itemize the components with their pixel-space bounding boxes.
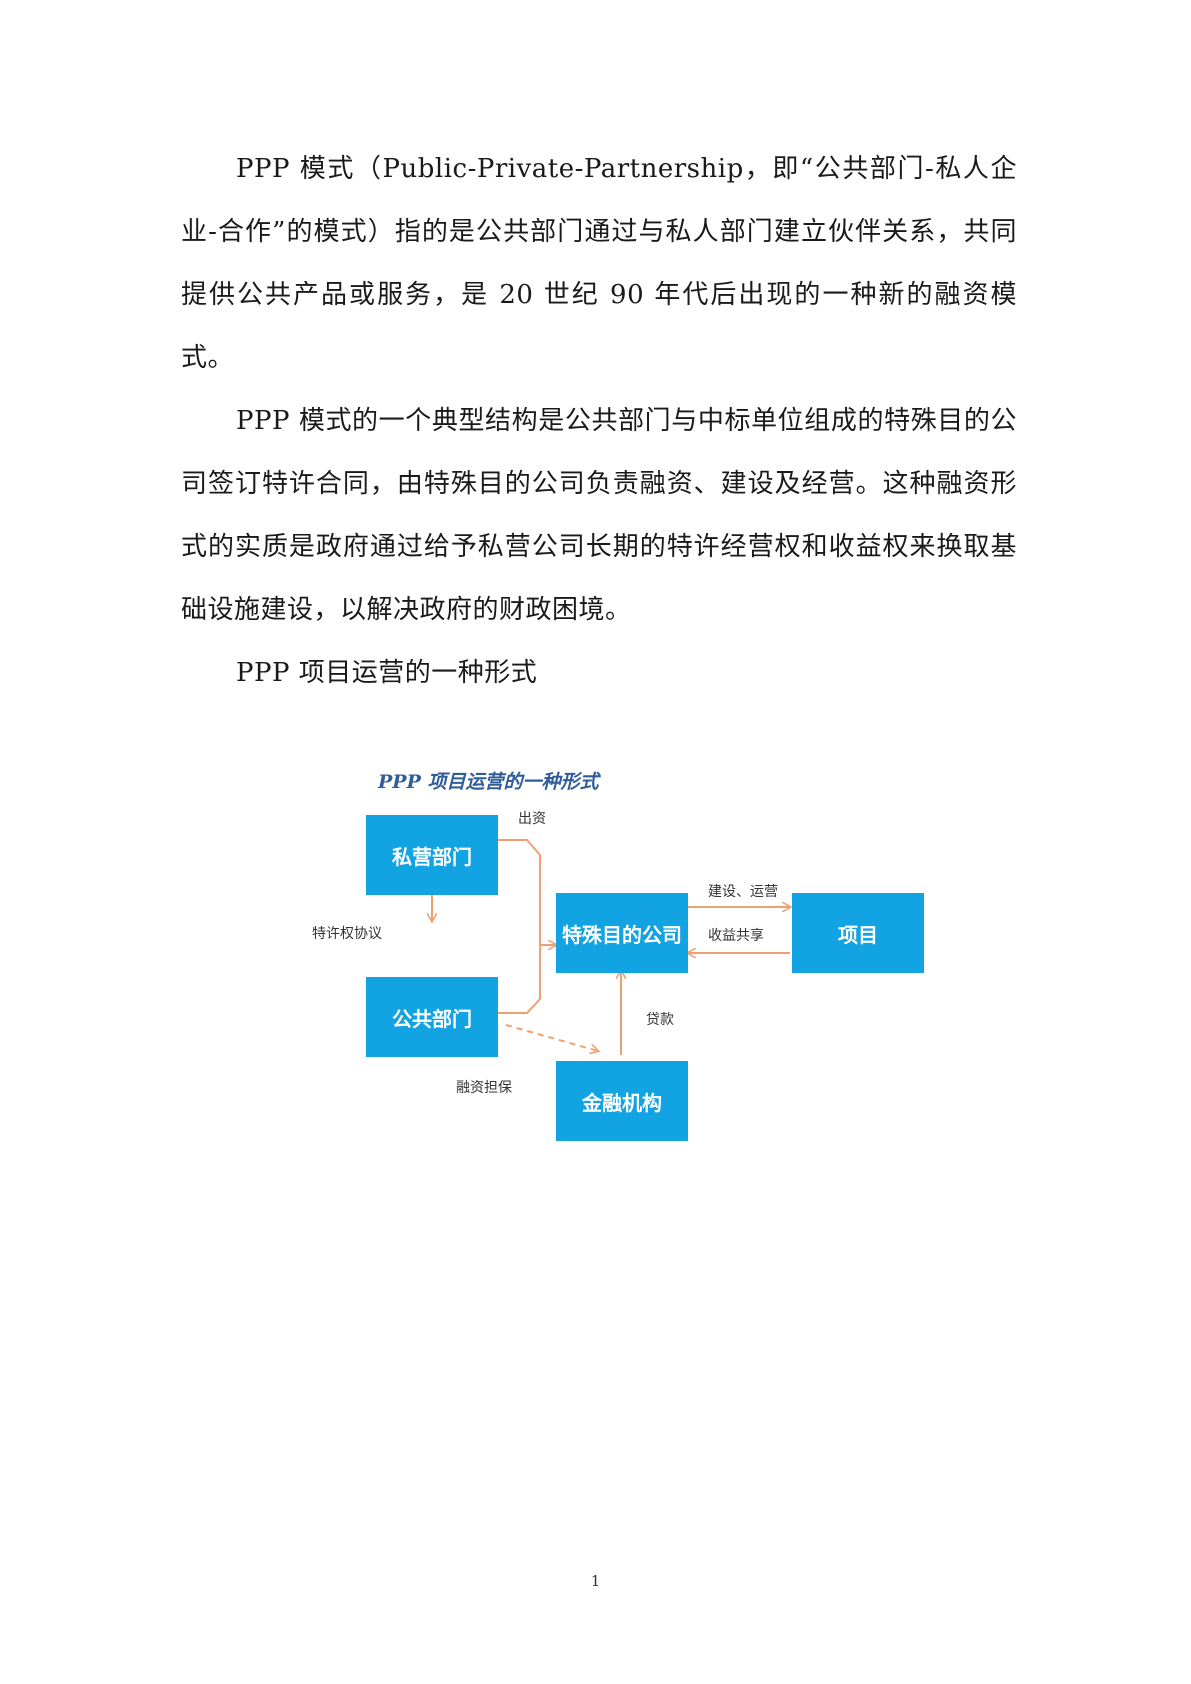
node-project: 项目 (792, 893, 924, 973)
node-financial-institution: 金融机构 (556, 1061, 688, 1141)
connector-private-to-spv (498, 839, 556, 945)
label-concession-agreement: 特许权协议 (312, 926, 382, 942)
diagram-title: PPP 项目运营的一种形式 (378, 771, 599, 793)
paragraph-ppp-definition: PPP 模式（Public-Private-Partnership，即“公共部门… (181, 154, 1017, 373)
label-financing-guarantee: 融资担保 (456, 1080, 512, 1096)
label-build-operate: 建设、运营 (708, 884, 778, 900)
ppp-structure-diagram: PPP 项目运营的一种形式 私营部门 公共部门 特殊目的公司 项目 金融机构 出… (312, 755, 1020, 1185)
body-text: PPP 模式（Public-Private-Partnership，即“公共部门… (181, 138, 1017, 705)
node-spv: 特殊目的公司 (556, 893, 688, 973)
label-investment: 出资 (518, 811, 546, 827)
connector-public-to-spv (498, 945, 541, 1014)
label-loan: 贷款 (646, 1012, 674, 1028)
connector-guarantee (505, 1024, 598, 1051)
label-revenue-sharing: 收益共享 (708, 928, 764, 944)
node-private-sector: 私营部门 (366, 815, 498, 895)
node-public-sector: 公共部门 (366, 977, 498, 1057)
paragraph-ppp-structure: PPP 模式的一个典型结构是公共部门与中标单位组成的特殊目的公司签订特许合同，由… (181, 406, 1017, 625)
page-number: 1 (590, 1572, 601, 1590)
paragraph-figure-caption: PPP 项目运营的一种形式 (236, 658, 538, 688)
